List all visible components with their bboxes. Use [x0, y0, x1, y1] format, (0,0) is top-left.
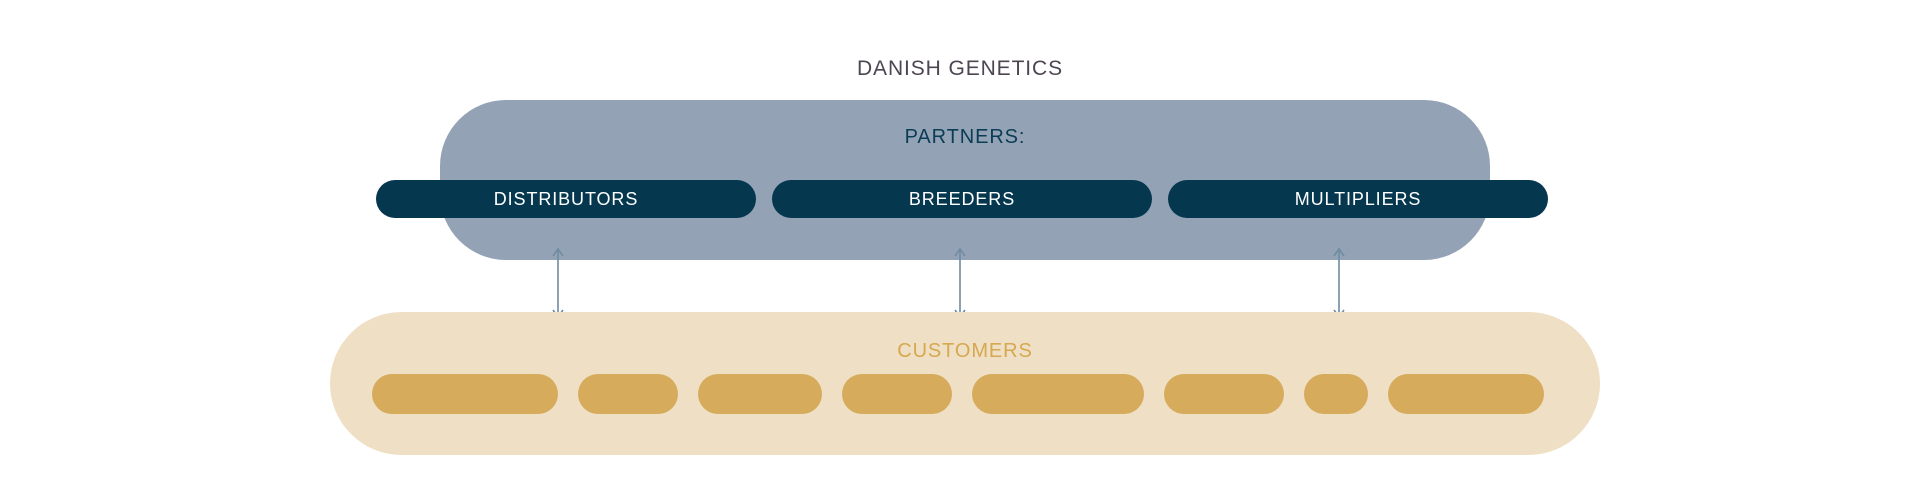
partners-panel-label: PARTNERS:: [904, 126, 1026, 148]
customer-pill[interactable]: [842, 374, 952, 414]
partner-pill-distributors[interactable]: DISTRIBUTORS: [376, 180, 756, 218]
customer-pill[interactable]: [578, 374, 678, 414]
double-arrow-icon-breeders: [947, 244, 973, 322]
customer-pill[interactable]: [1388, 374, 1544, 414]
diagram-title: DANISH GENETICS: [856, 57, 1064, 80]
customer-pill[interactable]: [1304, 374, 1368, 414]
customers-panel-label: CUSTOMERS: [897, 340, 1033, 362]
customer-pill[interactable]: [698, 374, 822, 414]
customer-pill[interactable]: [1164, 374, 1284, 414]
partner-pill-distributors-label: DISTRIBUTORS: [493, 188, 639, 209]
customer-pill[interactable]: [972, 374, 1144, 414]
customer-pill[interactable]: [372, 374, 558, 414]
customer-pill-row: [372, 374, 1544, 414]
partner-pill-multipliers-label: MULTIPLIERS: [1294, 188, 1422, 209]
customers-panel: CUSTOMERS: [330, 312, 1600, 455]
partner-pill-breeders-label: BREEDERS: [908, 188, 1016, 209]
partner-pill-multipliers[interactable]: MULTIPLIERS: [1168, 180, 1548, 218]
partner-pill-breeders[interactable]: BREEDERS: [772, 180, 1152, 218]
double-arrow-icon-distributors: [545, 244, 571, 322]
double-arrow-icon-multipliers: [1326, 244, 1352, 322]
